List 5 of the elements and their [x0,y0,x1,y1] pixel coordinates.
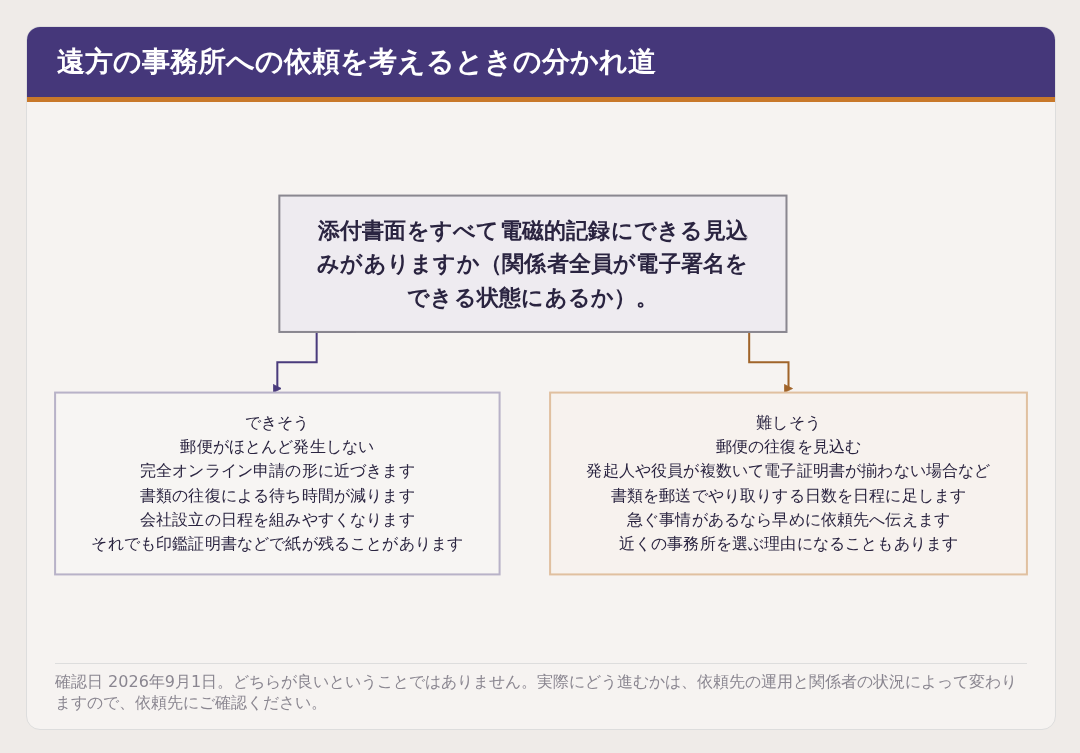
node-box: できそう 郵便がほとんど発生しない 完全オンライン申請の形に近づきます 書類の往復による待ち時間が減ります 会社設立の日程を組みやすくなります それでも印鑑証明書などで紙が残ることがあります [54,391,501,576]
title-banner: 遠方の事務所への依頼を考えるときの分かれ道 [27,27,1055,102]
caption: 確認日 2026年9月1日。どちらが良いということではありません。実際にどう進むかは、依頼先の運用と関係者の状況によって変わりますので、依頼先にご確認ください。 [55,663,1027,714]
node-box: 添付書面をすべて電磁的記録にできる見込みがありますか（関係者全員が電子署名をできる状態にあるか）。 [278,194,788,333]
node-box: 難しそう 郵便の往復を見込む 発起人や役員が複数いて電子証明書が揃わない場合など 書類を郵送でやり取りする日数を日程に足します 急ぐ事情があるなら早めに依頼先へ伝えます 近くの事務所を選ぶ理由になることもあります [549,391,1028,576]
